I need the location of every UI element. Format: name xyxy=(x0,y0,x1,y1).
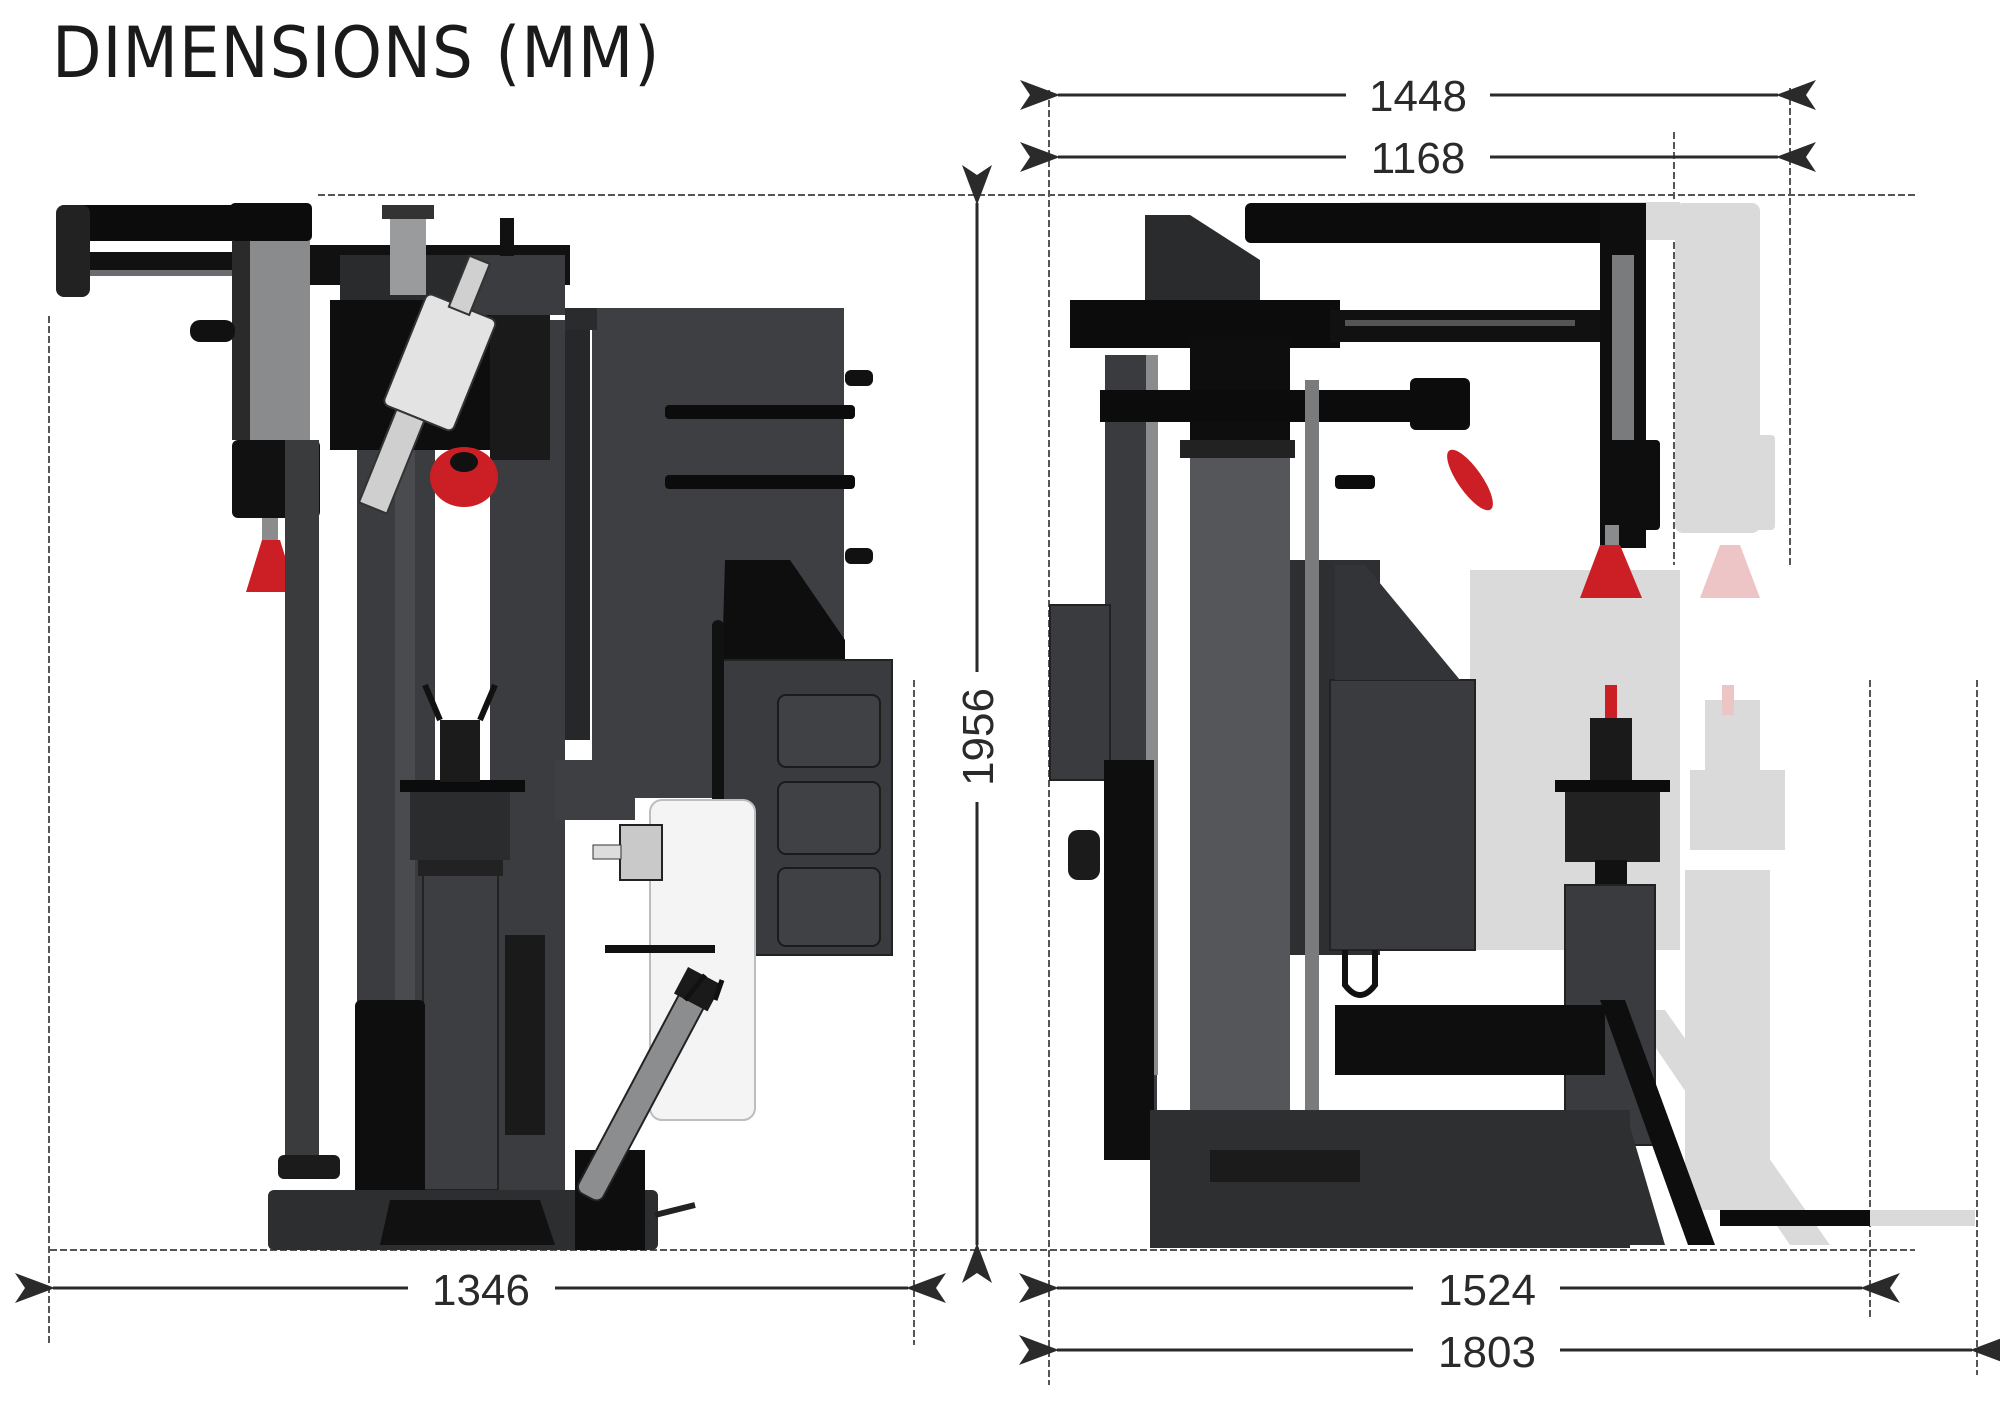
tool-column-shade xyxy=(232,205,250,440)
tank-shelf xyxy=(605,945,715,953)
cabinet-lower-link xyxy=(555,760,635,820)
lower-cylinder xyxy=(505,935,545,1135)
turntable-column-top xyxy=(418,858,503,876)
cabinet-shelf-1 xyxy=(665,405,855,419)
dim-label-1803: 1803 xyxy=(1438,1328,1536,1377)
side-foot-bar xyxy=(1720,1210,1870,1226)
turntable-clamps xyxy=(422,683,498,722)
red-roller-side xyxy=(1447,449,1493,511)
dim-label-1956: 1956 xyxy=(954,688,1003,786)
ghost-arm-head xyxy=(1710,435,1775,530)
side-hose-loop xyxy=(1342,950,1378,998)
side-bead-arm-head xyxy=(1410,378,1470,430)
side-turntable-head xyxy=(1565,792,1660,862)
side-base-slot xyxy=(1210,1150,1360,1182)
dim-label-1524: 1524 xyxy=(1438,1266,1536,1315)
regulator-pin xyxy=(592,844,622,860)
side-top-beam xyxy=(1245,203,1645,243)
tool-column-top xyxy=(230,203,312,241)
turntable-plate xyxy=(400,780,525,792)
side-top-pivot xyxy=(1145,215,1260,300)
side-small-shelf xyxy=(1335,475,1375,489)
ghost-lower-arm xyxy=(1630,1010,1830,1245)
side-cabinet-slope xyxy=(1335,565,1460,680)
side-left-frame-lower xyxy=(1104,760,1154,1160)
front-view-machine xyxy=(56,203,893,1250)
base-center xyxy=(380,1200,555,1245)
lower-angled-arm xyxy=(576,966,722,1202)
dimension-arrows xyxy=(14,80,2000,1365)
dim-label-1346: 1346 xyxy=(432,1266,530,1315)
side-bead-arm xyxy=(1100,390,1430,422)
base-hose xyxy=(654,1202,696,1218)
bracket-post xyxy=(390,205,426,295)
ghost-red-tool xyxy=(1700,545,1760,598)
side-mast-collar xyxy=(1180,440,1295,458)
regulator-block xyxy=(619,824,663,881)
cabinet-connector xyxy=(565,308,597,330)
side-pulley xyxy=(1068,830,1100,880)
upper-right-bracket xyxy=(490,300,550,460)
tool-head-stem xyxy=(262,518,278,540)
upright-left-inner xyxy=(395,330,415,1210)
left-knob xyxy=(190,320,235,342)
bracket-post-cap xyxy=(382,205,434,219)
dim-label-1448: 1448 xyxy=(1369,72,1467,121)
cabinet-knob-2 xyxy=(845,548,873,564)
side-base-slope xyxy=(1595,1110,1665,1245)
upright-right-edge xyxy=(565,320,590,740)
side-turntable-chuck xyxy=(1590,718,1632,783)
control-box-panel-1 xyxy=(777,694,881,768)
top-arm-end-cap xyxy=(56,205,90,297)
dim-label-1168: 1168 xyxy=(1371,134,1466,183)
control-box-panel-3 xyxy=(777,867,881,947)
red-roller-front xyxy=(430,447,498,507)
side-cabinet-front xyxy=(1329,679,1476,951)
lower-arm-clamps xyxy=(683,973,725,1002)
thin-left-rod xyxy=(285,440,319,1160)
ghost-foot-bar xyxy=(1860,1210,1975,1226)
top-knob xyxy=(500,218,514,256)
ghost-turntable-head xyxy=(1690,770,1785,850)
red-bead-tool-front xyxy=(246,540,296,592)
cabinet-knob-1 xyxy=(845,370,873,386)
base-left-pedal-housing xyxy=(355,1000,425,1210)
side-arm-head xyxy=(1600,440,1660,530)
side-red-post xyxy=(1605,685,1617,720)
side-front-rod xyxy=(1305,380,1319,1180)
base-left-foot xyxy=(278,1155,340,1179)
turntable-chuck xyxy=(440,720,480,782)
turntable-column xyxy=(422,869,499,1191)
red-bead-tool-side xyxy=(1580,545,1642,598)
side-lower-beam xyxy=(1335,1005,1605,1075)
ghost-red-post xyxy=(1722,685,1734,715)
pivot-tool xyxy=(357,254,497,515)
red-roller-front-hub xyxy=(450,452,478,472)
side-mid-arm-highlight xyxy=(1345,320,1575,326)
page-title: DIMENSIONS (MM) xyxy=(52,12,661,94)
side-lower-angled-arm xyxy=(1600,1000,1715,1245)
control-console-head xyxy=(722,560,845,665)
side-left-cabinet xyxy=(1049,604,1111,781)
control-box-panel-2 xyxy=(777,781,881,855)
turntable-head xyxy=(410,780,510,860)
cabinet-shelf-2 xyxy=(665,475,855,489)
side-central-mast xyxy=(1190,340,1290,1120)
side-view-machine xyxy=(1049,203,1870,1248)
side-turntable-plate xyxy=(1555,780,1670,792)
side-arm-stem xyxy=(1605,525,1619,550)
